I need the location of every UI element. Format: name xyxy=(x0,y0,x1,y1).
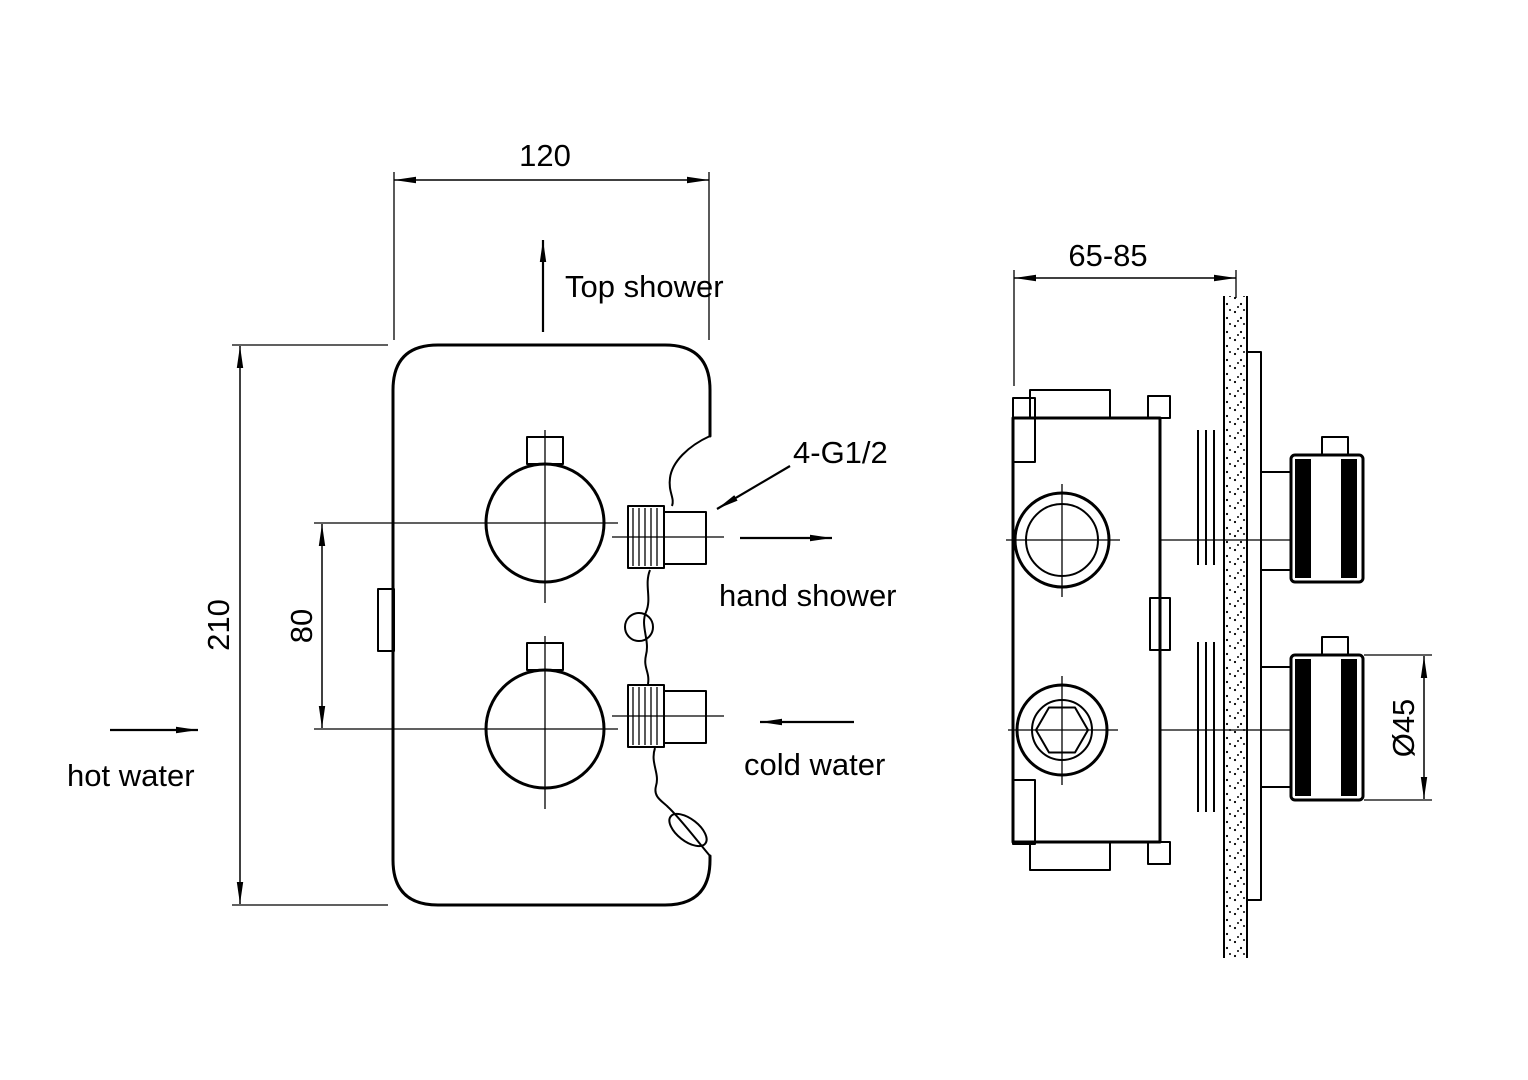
lower-cartridge xyxy=(1008,676,1118,785)
bottom-block xyxy=(1029,841,1111,871)
valve-body-outline xyxy=(377,343,712,907)
thread-spec-annotation: 4-G1/2 xyxy=(716,435,888,510)
dim-depth-label: 65-85 xyxy=(1068,238,1147,273)
trim-plate-edge xyxy=(1246,351,1262,901)
dim-port-spacing: 80 xyxy=(284,524,326,728)
top-block xyxy=(1029,389,1111,419)
dim-handle-diameter: Ø45 xyxy=(1364,654,1432,801)
lower-opening-detail xyxy=(668,812,708,848)
lower-handle xyxy=(1260,636,1365,802)
hot-water-annotation: hot water xyxy=(67,726,198,793)
lower-handle-tab xyxy=(1321,636,1349,656)
cold-water-label: cold water xyxy=(744,747,885,782)
upper-handle-grip-band xyxy=(1341,459,1357,578)
side-valve-body xyxy=(1011,389,1171,871)
hot-water-label: hot water xyxy=(67,758,195,793)
hand-shower-label: hand shower xyxy=(719,578,897,613)
thread-spec-label: 4-G1/2 xyxy=(793,435,888,470)
upper-port xyxy=(612,505,724,569)
front-center-lines xyxy=(314,430,618,809)
dim-port-spacing-label: 80 xyxy=(284,609,319,643)
front-view: 120 210 80 Top shower hot water hand sho… xyxy=(67,138,897,907)
lower-handle-grip-band xyxy=(1295,659,1311,796)
top-shower-annotation: Top shower xyxy=(539,240,724,332)
dim-width: 120 xyxy=(393,138,710,340)
wall-section xyxy=(1223,296,1262,958)
dim-depth: 65-85 xyxy=(1013,238,1237,386)
dim-height: 210 xyxy=(201,344,388,906)
dim-handle-diameter-label: Ø45 xyxy=(1386,699,1421,758)
upper-cartridge xyxy=(1006,484,1120,597)
thread-spec-leader xyxy=(716,465,791,510)
dim-width-label: 120 xyxy=(519,138,571,173)
mid-right-tab xyxy=(1149,597,1171,651)
upper-handle-collar xyxy=(1260,471,1292,571)
bottom-left-fitting xyxy=(1012,779,1036,845)
top-left-fitting xyxy=(1012,397,1036,463)
hand-shower-annotation: hand shower xyxy=(719,534,897,613)
bottom-right-tab xyxy=(1147,841,1171,865)
lower-handle-collar xyxy=(1260,666,1292,788)
upper-handle xyxy=(1260,436,1365,584)
top-shower-label: Top shower xyxy=(565,269,724,304)
lower-handle-grip-band xyxy=(1341,659,1357,796)
side-clip-detail xyxy=(377,588,395,652)
side-view: 65-85 Ø45 xyxy=(1006,238,1432,958)
upper-handle-grip-band xyxy=(1295,459,1311,578)
section-break-lines xyxy=(624,435,711,857)
top-right-tab xyxy=(1147,395,1171,419)
lower-port xyxy=(612,684,724,748)
screw-hole-detail xyxy=(624,612,654,642)
cold-water-annotation: cold water xyxy=(744,718,885,782)
upper-handle-tab xyxy=(1321,436,1349,456)
mounting-adapters xyxy=(1160,430,1290,812)
dim-height-label: 210 xyxy=(201,599,236,651)
